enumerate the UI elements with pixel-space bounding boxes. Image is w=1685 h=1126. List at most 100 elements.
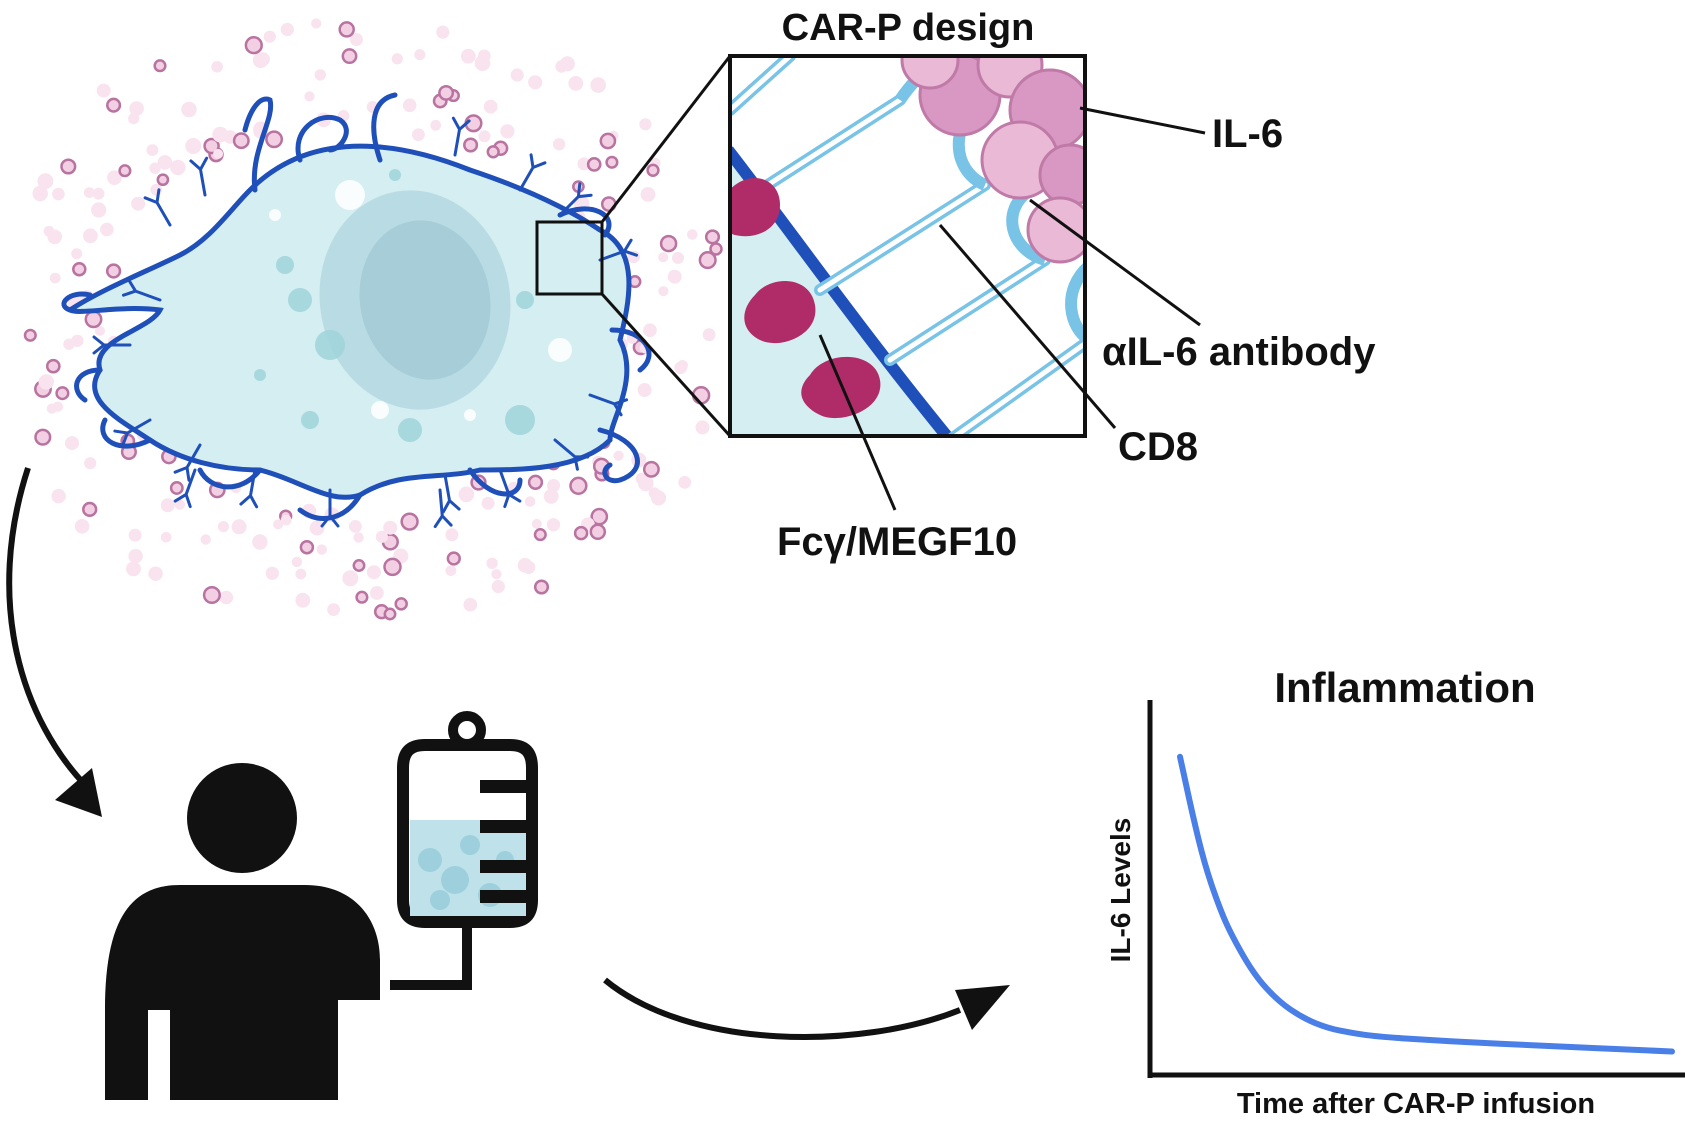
il6-particle: [107, 170, 122, 185]
il6-particle: [414, 49, 426, 61]
il6-particle: [430, 119, 442, 131]
il6-particle: [148, 566, 163, 581]
il6-particle: [695, 420, 710, 435]
il6-particle: [366, 565, 381, 580]
il6-particle: [314, 69, 326, 81]
car-receptor: [558, 182, 593, 217]
il6-particle: [181, 101, 197, 118]
patient-body: [105, 885, 380, 1100]
zoom-line-top: [600, 55, 732, 223]
il6-particle: [231, 519, 247, 535]
il6-particle: [370, 586, 384, 600]
il6-particle: [349, 33, 363, 46]
il6-particle: [65, 436, 79, 451]
il6-particle: [170, 159, 186, 176]
il6-particle: [169, 481, 184, 495]
macrophage-cell: [61, 92, 652, 529]
car-receptor: [598, 238, 639, 262]
il6-particle: [200, 534, 211, 545]
il6-particle: [49, 272, 61, 284]
il6-particle: [391, 53, 403, 65]
il6-particle: [355, 590, 369, 604]
il6-particle: [646, 163, 660, 177]
il6-particle: [491, 569, 502, 580]
il6-particle: [352, 559, 366, 572]
il6-particle: [590, 77, 606, 93]
cytoplasm-vesicles: [254, 169, 572, 442]
il6-particle: [84, 310, 103, 329]
il6-particle: [185, 138, 202, 154]
il6-particle: [353, 532, 364, 543]
il6-particle: [643, 323, 657, 338]
il6-particle: [128, 113, 140, 125]
vesicle: [276, 256, 294, 274]
label-cd8: CD8: [1118, 425, 1198, 469]
il6-particle: [342, 570, 359, 587]
il6-particle: [599, 132, 617, 150]
il6-particle: [702, 328, 716, 342]
car-receptor: [518, 153, 547, 192]
chart-x-label: Time after CAR-P infusion: [1237, 1088, 1595, 1120]
il6-particle: [524, 496, 536, 507]
arrow-cell-to-patient-head: [55, 768, 102, 817]
il6-particle: [589, 523, 607, 541]
il6-particle: [157, 155, 173, 170]
il6-particle: [569, 476, 588, 495]
il6-particle: [527, 474, 544, 490]
vesicle: [398, 418, 422, 442]
il6-particle: [263, 30, 276, 43]
car-receptor: [113, 418, 152, 447]
il6-particle: [100, 222, 114, 237]
il6-particle: [37, 173, 54, 190]
il6-particle: [667, 269, 682, 284]
il6-particle: [232, 132, 250, 150]
il6-particle: [295, 592, 311, 608]
il6-particle: [146, 144, 159, 157]
il6-particle: [217, 521, 229, 533]
fc-domains: [730, 177, 881, 419]
il6-particle: [84, 457, 97, 470]
il6-particle: [445, 528, 459, 542]
il6-particle: [126, 561, 141, 577]
vesicle: [516, 291, 534, 309]
il6-particle: [74, 519, 90, 534]
car-receptor: [588, 393, 629, 417]
il6-particle: [55, 386, 70, 401]
car-receptor: [320, 488, 340, 528]
inset-detail: [730, 56, 1085, 436]
il6-particle: [244, 36, 263, 55]
vesicle: [505, 405, 535, 435]
il6-particle: [349, 520, 362, 533]
il6-particle: [573, 525, 589, 541]
il6-particle: [458, 486, 475, 503]
il6-particle: [547, 479, 561, 492]
il6-particle: [203, 137, 220, 155]
il6-particle: [219, 590, 234, 605]
il6-particle: [299, 539, 315, 555]
il6-particle: [586, 157, 602, 172]
il6-particle: [533, 579, 550, 595]
il6-particle: [383, 607, 397, 621]
il6-particle: [672, 251, 684, 264]
vesicle: [389, 169, 401, 181]
il6-particle: [383, 520, 398, 535]
il6-particle: [659, 234, 678, 253]
il6-particle: [341, 48, 358, 65]
car-receptors: [92, 116, 639, 529]
il6-particle: [46, 403, 57, 414]
il6-particle: [500, 124, 515, 139]
il6-particle: [438, 84, 455, 101]
il6-particle: [637, 383, 652, 397]
patient-head: [187, 763, 297, 873]
il6-particle: [174, 499, 185, 510]
arrow-patient-to-chart: [603, 977, 962, 1040]
il6-particle: [131, 196, 146, 211]
il6-particle: [153, 59, 167, 73]
il6-particle: [650, 490, 667, 506]
il6-particle: [304, 91, 315, 102]
zoom-line-bottom: [600, 292, 732, 438]
il6-particle: [34, 428, 52, 446]
arrow-patient-to-chart-head: [955, 985, 1010, 1030]
il6-particle: [63, 338, 75, 350]
